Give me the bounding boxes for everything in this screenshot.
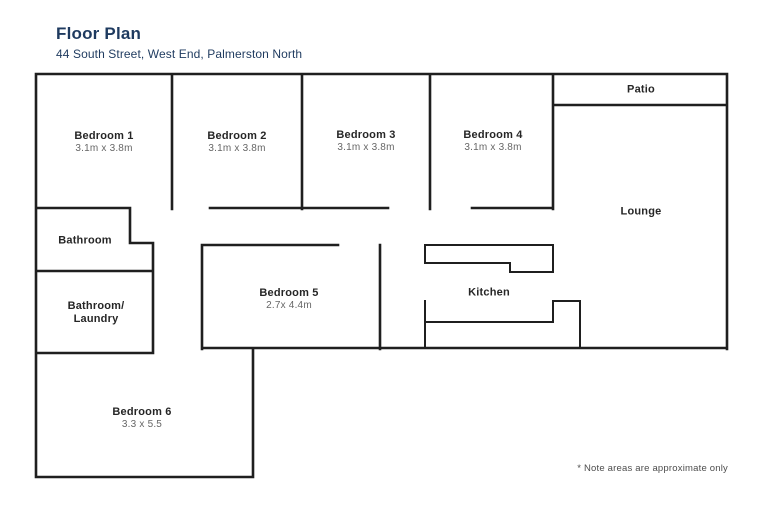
room-name: Bedroom 1	[74, 130, 134, 143]
room-label-bedroom-4: Bedroom 4 3.1m x 3.8m	[463, 129, 522, 155]
room-name: Bedroom 3	[336, 129, 396, 142]
room-label-bedroom-3: Bedroom 3 3.1m x 3.8m	[336, 129, 395, 155]
room-dims: 3.1m x 3.8m	[75, 143, 133, 155]
room-dims: 3.1m x 3.8m	[337, 142, 395, 154]
room-name: Bedroom 6	[112, 406, 172, 419]
room-name: Patio	[627, 83, 655, 96]
room-name-line-2: Laundry	[73, 313, 119, 325]
page-subtitle: 44 South Street, West End, Palmerston No…	[56, 47, 303, 62]
room-label-bedroom-1: Bedroom 1 3.1m x 3.8m	[74, 130, 133, 156]
room-name: Kitchen	[468, 286, 510, 299]
room-label-bathroom-laundry: Bathroom/ Laundry	[68, 300, 125, 326]
room-name: Lounge	[620, 205, 662, 218]
wall-lines	[34, 72, 729, 479]
room-label-lounge: Lounge	[621, 205, 662, 218]
page-header: Floor Plan 44 South Street, West End, Pa…	[56, 24, 302, 61]
kitchen-counter-lines	[424, 244, 581, 349]
room-label-patio: Patio	[627, 83, 655, 96]
room-dims: 3.3 x 5.5	[121, 419, 163, 431]
room-name: Bedroom 2	[207, 130, 267, 143]
room-name: Bedroom 4	[463, 129, 523, 142]
room-label-kitchen: Kitchen	[468, 286, 510, 299]
approximate-areas-note: * Note areas are approximate only	[577, 463, 728, 474]
room-dims: 3.1m x 3.8m	[464, 142, 522, 154]
room-dims: 2.7x 4.4m	[266, 300, 312, 312]
room-name: Bathroom	[58, 234, 112, 247]
room-label-bedroom-2: Bedroom 2 3.1m x 3.8m	[207, 130, 266, 156]
page-title: Floor Plan	[56, 24, 142, 43]
room-dims: 3.1m x 3.8m	[208, 143, 266, 155]
room-name-line-1: Bathroom/	[67, 299, 125, 312]
room-label-bedroom-5: Bedroom 5 2.7x 4.4m	[259, 287, 318, 313]
room-label-bedroom-6: Bedroom 6 3.3 x 5.5	[112, 406, 171, 432]
room-name: Bedroom 5	[259, 287, 319, 300]
room-label-bathroom: Bathroom	[58, 234, 112, 247]
